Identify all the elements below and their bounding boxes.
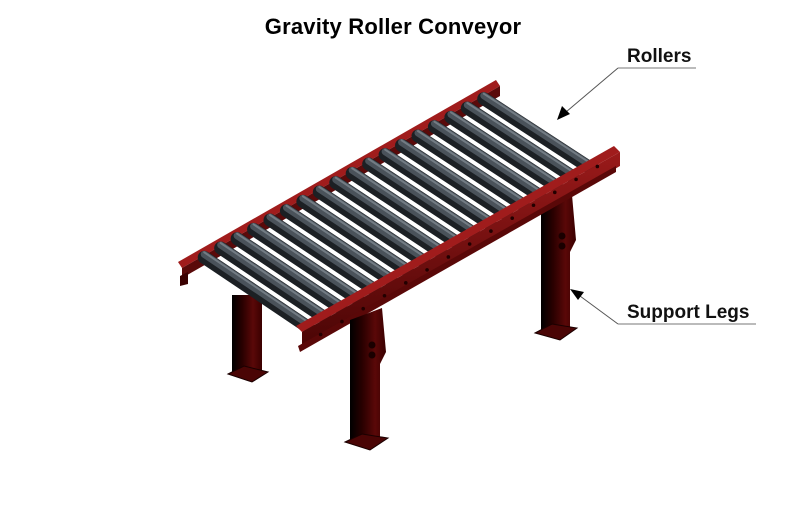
- rollers-label: Rollers: [627, 46, 692, 67]
- front-side-rail: [296, 146, 620, 352]
- support-leg-back-left: [226, 295, 270, 383]
- support-legs-callout-leader: [570, 289, 756, 325]
- support-legs-label: Support Legs: [627, 302, 750, 323]
- rollers: [197, 92, 597, 334]
- diagram-title: Gravity Roller Conveyor: [264, 14, 522, 39]
- support-leg-front-left: [343, 308, 390, 451]
- rollers-callout-leader: [557, 67, 696, 120]
- support-leg-back-right: [533, 195, 579, 341]
